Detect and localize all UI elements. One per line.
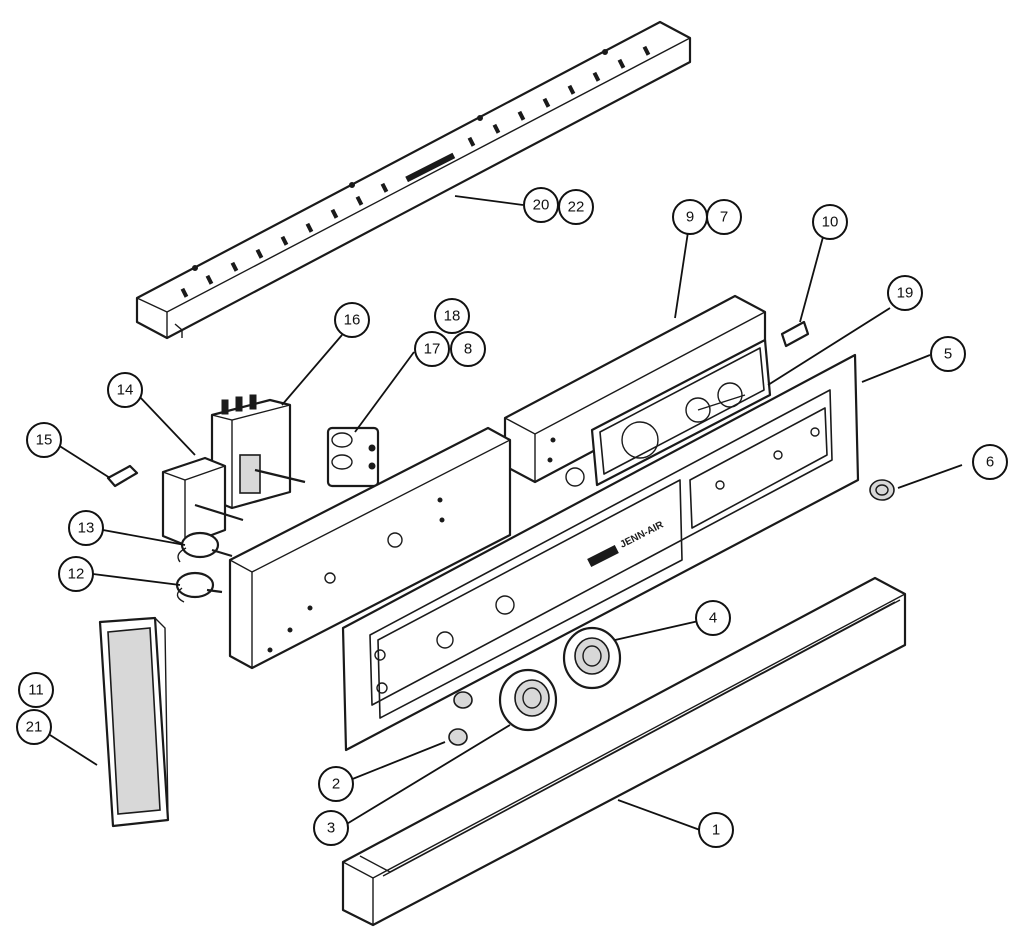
- terminal-block: [326, 426, 380, 488]
- knob-4: [562, 626, 622, 690]
- window-lens: [98, 616, 170, 828]
- callout-14: 14: [107, 372, 143, 408]
- control-panel-face: JENN-AIR: [341, 353, 860, 752]
- callout-6: 6: [972, 444, 1008, 480]
- svg-text:14: 14: [117, 382, 134, 399]
- callout-17: 17: [414, 331, 450, 367]
- svg-text:2: 2: [332, 776, 340, 793]
- infinite-switch: [161, 456, 244, 547]
- svg-text:19: 19: [897, 285, 914, 302]
- svg-text:11: 11: [28, 682, 44, 699]
- knob-3: [498, 668, 558, 732]
- svg-text:3: 3: [327, 820, 335, 837]
- callout-7: 7: [706, 199, 742, 235]
- leader-lines: [49, 195, 963, 831]
- callout-9: 9: [672, 199, 708, 235]
- callout-5: 5: [930, 336, 966, 372]
- pilot-light-13: [177, 531, 233, 563]
- callout-15: 15: [26, 422, 62, 458]
- svg-text:12: 12: [68, 566, 85, 583]
- svg-text:9: 9: [686, 209, 694, 226]
- svg-text:20: 20: [533, 197, 550, 214]
- small-knob: [869, 479, 895, 501]
- callout-16: 16: [334, 302, 370, 338]
- svg-text:10: 10: [822, 214, 839, 231]
- callout-20: 20: [523, 187, 559, 223]
- callout-21: 21: [16, 709, 52, 745]
- svg-text:17: 17: [424, 341, 441, 358]
- callout-22: 22: [558, 189, 594, 225]
- svg-text:6: 6: [986, 454, 994, 471]
- svg-text:7: 7: [720, 209, 728, 226]
- svg-text:8: 8: [464, 341, 472, 358]
- top-rail: [135, 20, 692, 340]
- bottom-channel: [341, 576, 907, 927]
- callout-19: 19: [887, 275, 923, 311]
- pilot-light-12: [175, 571, 223, 603]
- callout-10: 10: [812, 204, 848, 240]
- callout-8: 8: [450, 331, 486, 367]
- clock-dial-panel: [590, 338, 772, 487]
- callout-4: 4: [695, 600, 731, 636]
- svg-text:16: 16: [344, 312, 361, 329]
- svg-text:21: 21: [26, 719, 43, 736]
- bushings: [448, 691, 473, 746]
- mounting-bracket: [228, 426, 512, 670]
- callout-11: 11: [18, 672, 54, 708]
- svg-text:4: 4: [709, 610, 717, 627]
- callout-12: 12: [58, 556, 94, 592]
- svg-text:22: 22: [568, 199, 585, 216]
- svg-text:5: 5: [944, 346, 952, 363]
- callout-2: 2: [318, 766, 354, 802]
- svg-text:13: 13: [78, 520, 95, 537]
- svg-text:1: 1: [712, 822, 720, 839]
- svg-text:18: 18: [444, 308, 461, 325]
- callout-18: 18: [434, 298, 470, 334]
- callout-13: 13: [68, 510, 104, 546]
- terminal-clip: [106, 464, 139, 488]
- callout-1: 1: [698, 812, 734, 848]
- clip-part: [780, 320, 810, 348]
- callout-3: 3: [313, 810, 349, 846]
- svg-text:15: 15: [36, 432, 53, 449]
